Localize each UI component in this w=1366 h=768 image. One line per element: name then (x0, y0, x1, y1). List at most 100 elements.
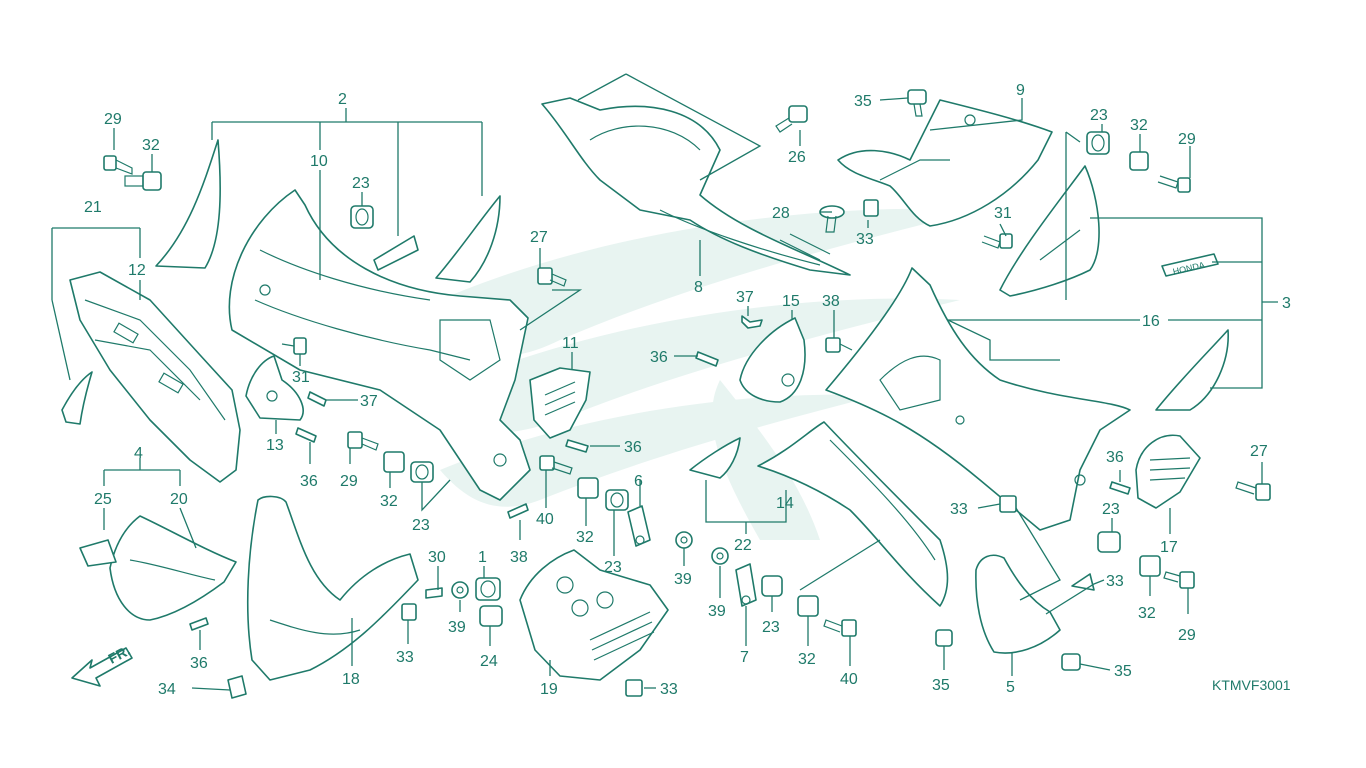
part-clip-33-d (999, 495, 1017, 513)
part-under-cover-18 (246, 495, 419, 681)
part-side-cover-3-b (1155, 329, 1229, 411)
label-36-c: 36 (300, 473, 318, 490)
label-33-c: 33 (660, 681, 678, 698)
label-29-d: 29 (1178, 627, 1196, 644)
part-bolt-40-b (823, 619, 857, 637)
label-13: 13 (266, 437, 284, 454)
part-screw-38-a (825, 337, 853, 353)
label-22: 22 (734, 537, 752, 554)
label-29-b: 29 (1178, 131, 1196, 148)
label-27-b: 27 (1250, 443, 1268, 460)
part-screw-36-e (1109, 481, 1131, 495)
part-screw-29-b (1157, 175, 1191, 193)
label-10: 10 (310, 153, 328, 170)
label-36-e: 36 (1106, 449, 1124, 466)
label-32-f: 32 (1138, 605, 1156, 622)
part-screw-35-a (907, 89, 927, 117)
label-40-a: 40 (536, 511, 554, 528)
label-35-b: 35 (932, 677, 950, 694)
label-33-a: 33 (856, 231, 874, 248)
label-32-c: 32 (380, 493, 398, 510)
label-21: 21 (84, 199, 102, 216)
part-side-cover-piece-b (435, 195, 501, 283)
part-screw-36-c (295, 427, 317, 443)
label-5: 5 (1006, 679, 1015, 696)
part-collar-32-c (383, 451, 405, 473)
part-stay-7 (735, 563, 757, 607)
label-33-d: 33 (950, 501, 968, 518)
part-bolt-40-a (539, 455, 573, 475)
part-clip-33-a (863, 199, 879, 217)
part-screw-29-c (347, 431, 379, 451)
label-37-a: 37 (736, 289, 754, 306)
diagram-code: KTMVF3001 (1212, 677, 1291, 693)
part-screw-34 (227, 675, 247, 699)
label-36-b: 36 (624, 439, 642, 456)
part-clip-33-c (625, 679, 643, 697)
leader-lines (51, 73, 1278, 691)
label-39-b: 39 (674, 571, 692, 588)
label-15: 15 (782, 293, 800, 310)
label-11: 11 (562, 335, 579, 352)
label-20: 20 (170, 491, 188, 508)
label-36-a: 36 (650, 349, 668, 366)
part-lower-cover-19 (519, 549, 669, 681)
label-32-e: 32 (798, 651, 816, 668)
label-6: 6 (634, 473, 643, 490)
label-23-a: 23 (352, 175, 370, 192)
part-bracket-13 (245, 355, 304, 421)
part-clip-33-b (401, 603, 417, 621)
label-18: 18 (342, 671, 360, 688)
label-17: 17 (1160, 539, 1178, 556)
part-bracket-17 (1135, 434, 1201, 509)
label-33-e: 33 (1106, 573, 1124, 590)
label-14: 14 (776, 495, 794, 512)
part-washer-39-c (711, 547, 729, 565)
label-38-b: 38 (510, 549, 528, 566)
part-screw-26 (775, 105, 808, 133)
label-23-f: 23 (1102, 501, 1120, 518)
part-collar-32-b (1129, 151, 1149, 171)
label-35-c: 35 (1114, 663, 1132, 680)
part-labels: 2 10 29 32 21 12 23 27 8 26 28 33 35 9 2… (84, 82, 1291, 698)
part-bracket-11 (529, 367, 591, 439)
label-36-d: 36 (190, 655, 208, 672)
label-32-a: 32 (142, 137, 160, 154)
label-2: 2 (338, 91, 347, 108)
label-12: 12 (128, 262, 146, 279)
part-cover-9 (837, 99, 1053, 227)
part-side-cover-3-a (999, 165, 1100, 297)
part-emblem-25 (79, 539, 117, 567)
part-screw-27-b (1235, 481, 1271, 501)
label-19: 19 (540, 681, 558, 698)
part-collar-32-e (797, 595, 819, 617)
part-screw-31-a (981, 233, 1013, 249)
part-decal-strip-a (373, 235, 419, 271)
label-30: 30 (428, 549, 446, 566)
part-grommet-23-c (410, 461, 434, 483)
part-front-cover-16 (825, 267, 1131, 531)
label-26: 26 (788, 149, 806, 166)
label-39-a: 39 (448, 619, 466, 636)
front-direction-arrow: FR. (71, 642, 133, 687)
part-inner-cover-main (228, 189, 531, 501)
label-29-a: 29 (104, 111, 122, 128)
label-9: 9 (1016, 82, 1025, 99)
part-cover-15 (739, 317, 806, 403)
part-screw-37-a (741, 315, 763, 329)
part-grommet-1 (475, 577, 501, 601)
part-screw-37-b (307, 391, 327, 407)
part-lower-side-cover-14 (757, 421, 949, 607)
part-lower-panel-5 (975, 554, 1061, 654)
label-3: 3 (1282, 295, 1291, 312)
part-collar-32-d (577, 477, 599, 499)
label-23-d: 23 (604, 559, 622, 576)
label-34: 34 (158, 681, 176, 698)
part-inner-panel-left (61, 271, 241, 483)
part-honda-decal: HONDA (1161, 253, 1219, 277)
part-screw-36-b (565, 439, 589, 453)
part-screw-29-a (103, 155, 133, 175)
part-screw-35-b (935, 629, 953, 647)
label-37-b: 37 (360, 393, 378, 410)
